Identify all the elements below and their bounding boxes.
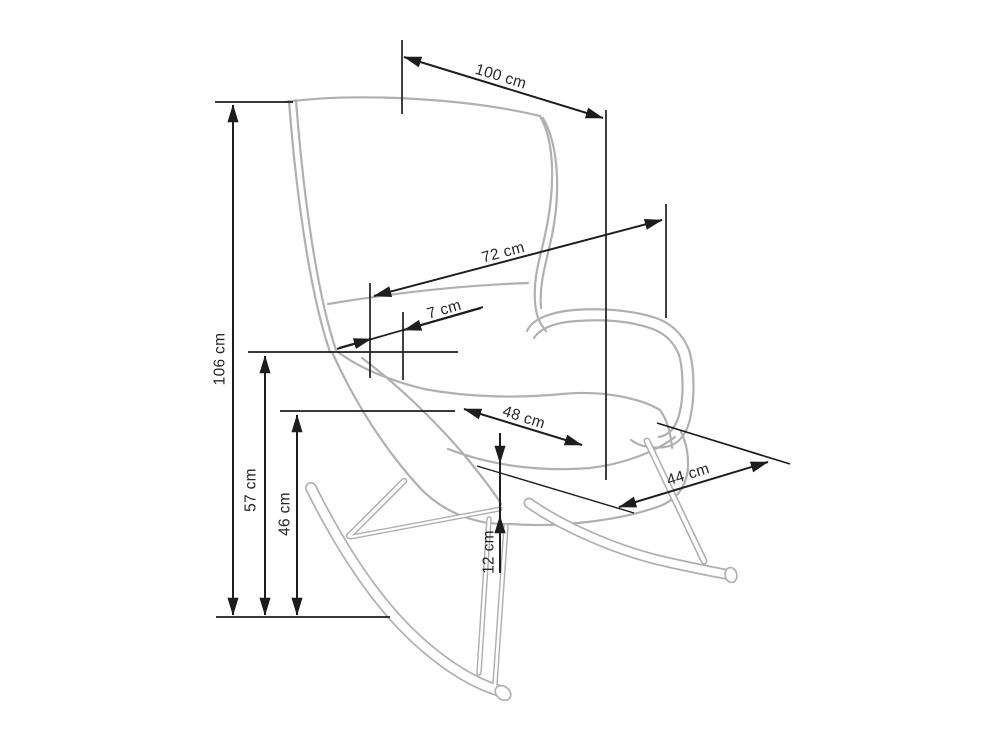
dimension-seat-frame-thickness: 12 cm bbox=[476, 433, 635, 574]
dimension-seat-height: 46 cm bbox=[276, 410, 455, 616]
width-72-dimension-line bbox=[373, 219, 663, 297]
headrest-arrow-left bbox=[338, 338, 372, 350]
dimension-seat-depth: 44 cm bbox=[618, 422, 791, 508]
seat-base-top-edge bbox=[446, 435, 677, 471]
legs-and-rockers bbox=[305, 437, 738, 702]
front-leg-a-core bbox=[477, 517, 491, 675]
dimension-headrest-offset: 7 cm bbox=[336, 297, 484, 380]
dim-label-46cm: 46 cm bbox=[276, 492, 293, 536]
frame-top-extension bbox=[476, 465, 635, 514]
right-rocker-end-cap bbox=[724, 566, 738, 584]
chair-drawing bbox=[283, 96, 738, 702]
backrest-left-edge-inner bbox=[294, 98, 338, 352]
seat-depth-right-extension bbox=[656, 422, 791, 465]
left-front-leg-core bbox=[347, 479, 406, 538]
backrest-bottom-curve bbox=[326, 281, 530, 306]
armrest-outline bbox=[525, 308, 695, 449]
rear-right-leg-core bbox=[645, 439, 706, 563]
dimension-seat-cushion-width: 48 cm bbox=[463, 403, 583, 446]
backrest-outline bbox=[283, 96, 559, 354]
left-rocker-core bbox=[306, 483, 505, 696]
backrest-top-edge bbox=[283, 96, 542, 118]
seat-cushion-top-edge bbox=[336, 350, 674, 450]
armrest-outer bbox=[525, 308, 695, 449]
width-48-dimension-line bbox=[463, 408, 583, 446]
headrest-arrow-right bbox=[403, 307, 482, 331]
backrest-right-edge bbox=[533, 114, 554, 333]
under-seat-brace-core bbox=[349, 507, 502, 539]
right-rocker-core bbox=[525, 499, 734, 579]
depth-44-dimension-line bbox=[618, 461, 769, 508]
backrest-left-edge-outer bbox=[287, 99, 332, 354]
front-leg-b-core bbox=[493, 524, 508, 686]
dim-label-57cm: 57 cm bbox=[242, 468, 259, 512]
seat-front-edge-inner bbox=[360, 356, 503, 506]
dimension-armrest-height: 57 cm bbox=[242, 351, 458, 616]
dim-label-106cm: 106 cm bbox=[211, 333, 228, 386]
dimension-backrest-diagonal: 72 cm bbox=[369, 204, 667, 378]
armrest-inner bbox=[532, 319, 684, 439]
dim-label-100cm: 100 cm bbox=[473, 61, 528, 93]
dimension-overall-height: 106 cm bbox=[211, 101, 390, 618]
dim-label-12cm: 12 cm bbox=[480, 530, 497, 574]
width-100-dimension-line bbox=[403, 56, 604, 119]
left-rocker-end-cap bbox=[494, 684, 512, 702]
